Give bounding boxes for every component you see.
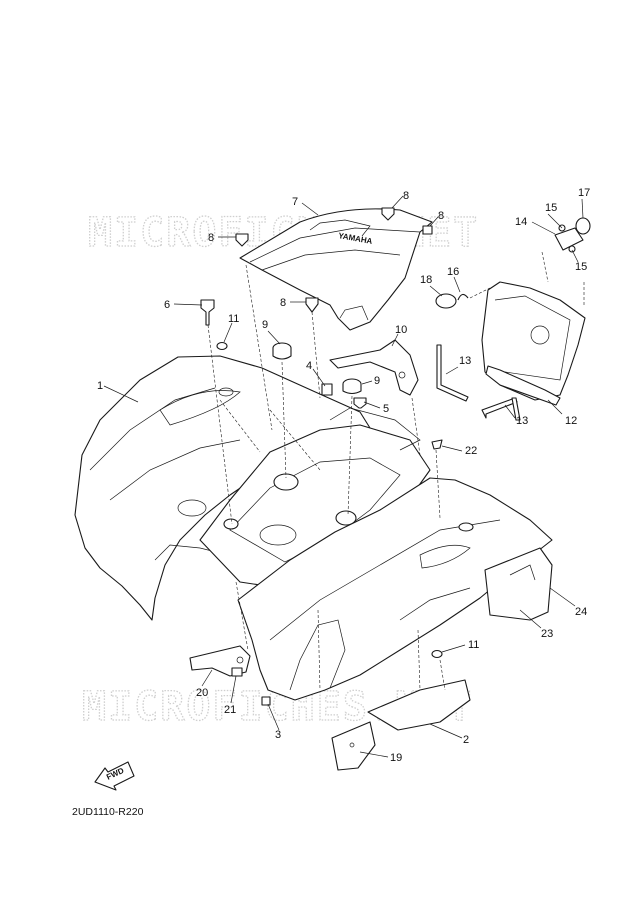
callout-14: 14	[515, 216, 527, 228]
callout-6: 6	[164, 299, 170, 311]
diagram-code: 2UD1110-R220	[72, 806, 144, 818]
callout-3: 3	[275, 729, 281, 741]
part-19-side-guard	[331, 721, 376, 771]
callout-7: 7	[292, 196, 298, 208]
callout-9-a: 9	[262, 319, 268, 331]
part-7-top-cover: YAMAHA	[239, 208, 433, 331]
part-10-stay	[329, 339, 419, 396]
callout-18: 18	[420, 274, 432, 286]
callout-22: 22	[465, 445, 477, 457]
callout-12: 12	[565, 415, 577, 427]
callout-17: 17	[578, 187, 590, 199]
callout-8-a: 8	[403, 190, 409, 202]
part-16-spring	[457, 293, 469, 301]
callout-15-b: 15	[575, 261, 587, 273]
part-14-lock	[554, 217, 591, 253]
callout-11-a: 11	[228, 313, 239, 325]
callout-11-b: 11	[468, 639, 479, 651]
callout-21: 21	[224, 704, 236, 716]
callout-2: 2	[463, 734, 469, 746]
part-3-clip	[261, 696, 271, 706]
callout-numbers: 1 2 3 4 5 6 7 8 8 8 8 9 9 10 11 11 12 13…	[97, 187, 590, 764]
callout-8-d: 8	[280, 297, 286, 309]
callout-4: 4	[306, 360, 312, 372]
callout-13-b: 13	[516, 415, 528, 427]
callout-15-a: 15	[545, 202, 557, 214]
callout-9-b: 9	[374, 375, 380, 387]
callout-24: 24	[575, 606, 587, 618]
part-24-mudflap	[484, 547, 553, 621]
callout-13-a: 13	[459, 355, 471, 367]
callout-10: 10	[395, 324, 407, 336]
callout-1: 1	[97, 380, 103, 392]
part-18-cap	[435, 293, 457, 309]
callout-23: 23	[541, 628, 553, 640]
assembly-lines	[207, 251, 585, 691]
callout-8-c: 8	[208, 232, 214, 244]
part-12-storage-box	[481, 281, 586, 406]
callout-16: 16	[447, 266, 459, 278]
callout-20: 20	[196, 687, 208, 699]
callout-8-b: 8	[438, 210, 444, 222]
leader-lines	[103, 195, 584, 758]
part-13-cords	[436, 344, 521, 421]
callout-19: 19	[390, 752, 402, 764]
callout-5: 5	[383, 403, 389, 415]
fwd-direction-arrow: FWD	[94, 761, 135, 791]
fasteners	[200, 207, 443, 677]
